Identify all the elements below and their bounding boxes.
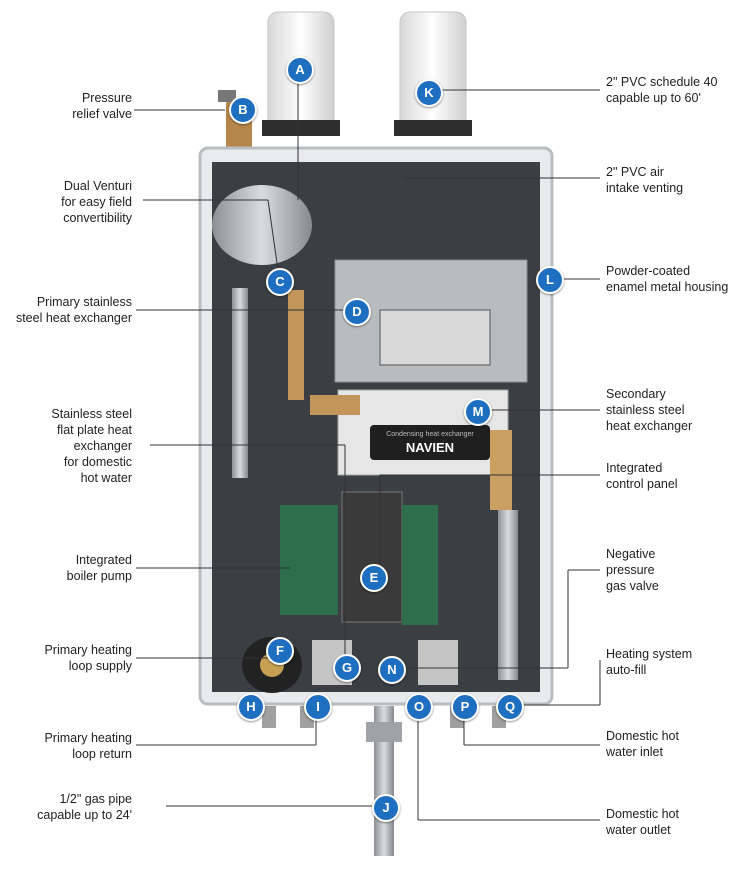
label-line: Secondary [606, 387, 666, 401]
label-line: stainless steel [606, 403, 685, 417]
marker-g[interactable]: G [333, 654, 361, 682]
copper-valve-right [490, 430, 512, 510]
marker-m[interactable]: M [464, 398, 492, 426]
label-pvc-schedule-40: 2" PVC schedule 40 capable up to 60' [606, 74, 717, 106]
label-line: 2" PVC schedule 40 [606, 75, 718, 89]
steel-pipe-right [498, 510, 518, 680]
marker-p[interactable]: P [451, 693, 479, 721]
marker-l[interactable]: L [536, 266, 564, 294]
brand-plate [370, 425, 490, 460]
gas-valve-body [418, 640, 458, 685]
label-line: capable up to 24' [37, 808, 132, 822]
control-panel-body [341, 491, 403, 623]
leader-lines [134, 80, 601, 821]
label-dhw-outlet: Domestic hot water outlet [606, 806, 679, 838]
label-line: Powder-coated [606, 264, 691, 278]
label-line: relief valve [72, 107, 132, 121]
steel-pipe-left [232, 288, 248, 478]
label-primary-heat-exchanger: Primary stainless steel heat exchanger [0, 294, 132, 326]
label-line: Domestic hot [606, 729, 679, 743]
marker-q[interactable]: Q [496, 693, 524, 721]
marker-d[interactable]: D [343, 298, 371, 326]
label-line: exchanger [73, 439, 132, 453]
label-line: boiler pump [66, 569, 132, 583]
label-line: pressure [606, 563, 655, 577]
label-boiler-pump: Integrated boiler pump [20, 552, 132, 584]
control-circuit-board [402, 505, 438, 625]
label-secondary-heat-exchanger: Secondary stainless steel heat exchanger [606, 386, 692, 434]
rating-plate [379, 309, 491, 366]
blower-fan [212, 185, 312, 265]
label-control-panel: Integrated control panel [606, 460, 678, 492]
label-line: enamel metal housing [606, 280, 729, 294]
marker-o[interactable]: O [405, 693, 433, 721]
label-line: steel heat exchanger [15, 311, 132, 325]
label-pvc-air-intake: 2" PVC air intake venting [606, 164, 683, 196]
label-line: water outlet [606, 823, 671, 837]
label-line: convertibility [63, 211, 132, 225]
label-line: gas valve [606, 579, 659, 593]
gas-pipe-union [366, 722, 402, 742]
plate-caption: Condensing heat exchanger [386, 431, 474, 438]
label-heating-loop-return: Primary heating loop return [10, 730, 132, 762]
label-line: for domestic [63, 455, 132, 469]
marker-c[interactable]: C [266, 268, 294, 296]
label-line: Stainless steel [51, 407, 132, 421]
pump-circuit-board [280, 505, 338, 615]
marker-k[interactable]: K [415, 79, 443, 107]
label-line: Integrated [75, 553, 132, 567]
label-line: hot water [80, 471, 132, 485]
label-line: for easy field [61, 195, 132, 209]
label-pressure-relief-valve: Pressure relief valve [40, 90, 132, 122]
label-line: intake venting [606, 181, 684, 195]
marker-a[interactable]: A [286, 56, 314, 84]
marker-h[interactable]: H [237, 693, 265, 721]
label-dual-venturi: Dual Venturi for easy field convertibili… [20, 178, 132, 226]
label-line: Dual Venturi [63, 179, 132, 193]
copper-fitting [310, 395, 360, 415]
label-line: 1/2" gas pipe [59, 792, 132, 806]
intake-vent-pipe [394, 11, 472, 136]
label-heating-loop-supply: Primary heating loop supply [10, 642, 132, 674]
label-line: Primary heating [44, 731, 132, 745]
label-line: capable up to 60' [606, 91, 701, 105]
label-gas-valve: Negative pressure gas valve [606, 546, 659, 594]
copper-pipe-left [288, 290, 304, 400]
label-line: Heating system [606, 647, 693, 661]
marker-n[interactable]: N [378, 656, 406, 684]
label-line: Negative [606, 547, 656, 561]
marker-i[interactable]: I [304, 693, 332, 721]
marker-j[interactable]: J [372, 794, 400, 822]
marker-b[interactable]: B [229, 96, 257, 124]
label-auto-fill: Heating system auto-fill [606, 646, 692, 678]
label-line: Domestic hot [606, 807, 679, 821]
label-line: Integrated [606, 461, 663, 475]
label-flat-plate-exchanger: Stainless steel flat plate heat exchange… [20, 406, 132, 486]
label-line: control panel [606, 477, 678, 491]
label-line: Pressure [81, 91, 132, 105]
label-line: 2" PVC air [606, 165, 664, 179]
label-line: flat plate heat [56, 423, 132, 437]
label-line: Primary heating [44, 643, 132, 657]
label-line: loop return [72, 747, 132, 761]
fitting-h [262, 706, 276, 728]
label-line: loop supply [68, 659, 132, 673]
label-line: Primary stainless [36, 295, 132, 309]
marker-e[interactable]: E [360, 564, 388, 592]
label-line: auto-fill [606, 663, 647, 677]
label-line: heat exchanger [606, 419, 693, 433]
brand-logo: NAVIEN [406, 440, 454, 455]
label-metal-housing: Powder-coated enamel metal housing [606, 263, 728, 295]
label-gas-pipe: 1/2" gas pipe capable up to 24' [10, 791, 132, 823]
marker-f[interactable]: F [266, 637, 294, 665]
leader-c [267, 199, 279, 271]
label-line: water inlet [606, 745, 663, 759]
label-dhw-inlet: Domestic hot water inlet [606, 728, 679, 760]
